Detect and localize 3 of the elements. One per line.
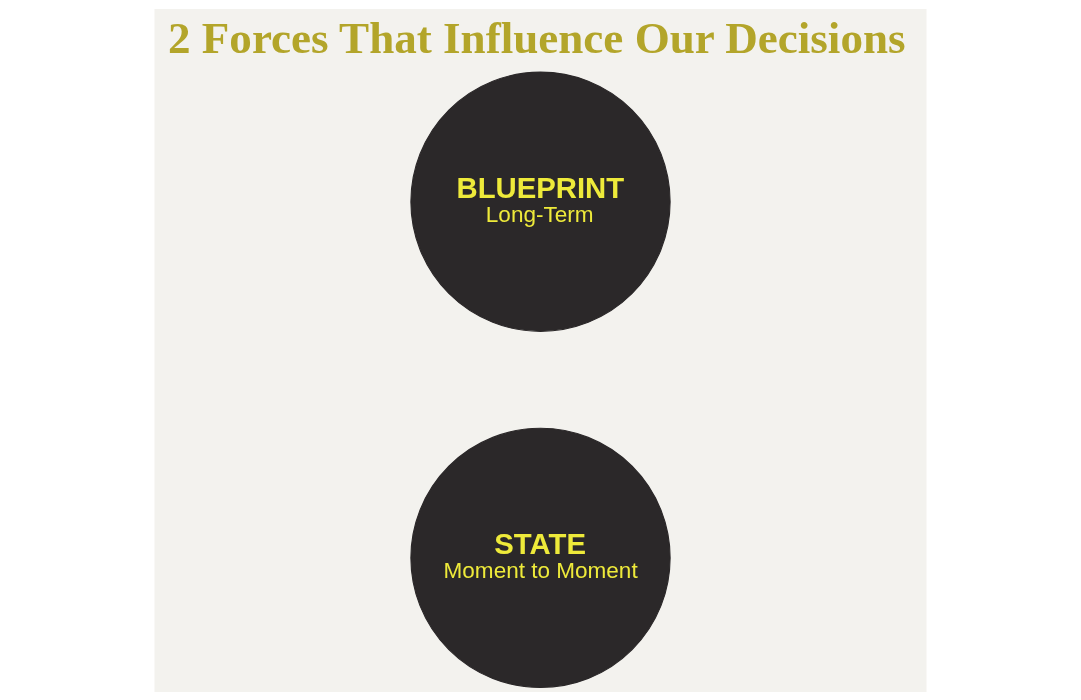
- node-circle: BLUEPRINT Long-Term: [410, 71, 671, 332]
- node-circle: STATE Moment to Moment: [410, 427, 671, 688]
- diagram-title: 2 Forces That Influence Our Decisions: [168, 12, 906, 63]
